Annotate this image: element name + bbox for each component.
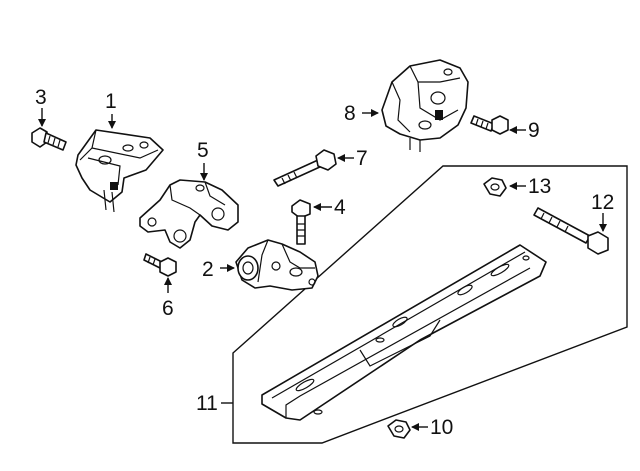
- callout-1: 1: [105, 90, 117, 113]
- callout-8: 8: [344, 102, 356, 125]
- callout-7: 7: [356, 147, 368, 170]
- part-9-bolt[interactable]: [470, 115, 509, 135]
- callout-5: 5: [197, 139, 209, 162]
- callout-2: 2: [202, 258, 214, 281]
- callout-10: 10: [430, 416, 453, 439]
- callout-11: 11: [196, 392, 218, 415]
- part-4-bolt[interactable]: [291, 199, 311, 245]
- callout-4: 4: [334, 196, 346, 219]
- part-12-bolt[interactable]: [533, 207, 609, 255]
- part-10-nut[interactable]: [387, 419, 411, 439]
- part-5-bracket[interactable]: [139, 179, 239, 249]
- part-8-mount[interactable]: [381, 59, 469, 152]
- callout-12: 12: [591, 191, 614, 214]
- crossmember-group-frame: [232, 165, 628, 444]
- callout-6: 6: [162, 297, 174, 320]
- callout-13: 13: [528, 175, 551, 198]
- part-6-bolt[interactable]: [143, 253, 177, 277]
- part-11-crossmember[interactable]: [261, 244, 547, 421]
- part-7-bolt[interactable]: [273, 149, 337, 187]
- callout-3: 3: [35, 86, 47, 109]
- part-2-mount[interactable]: [235, 239, 319, 291]
- part-1-mount[interactable]: [75, 129, 164, 213]
- part-13-nut[interactable]: [483, 177, 507, 197]
- part-3-bolt[interactable]: [31, 127, 67, 151]
- callout-9: 9: [528, 119, 540, 142]
